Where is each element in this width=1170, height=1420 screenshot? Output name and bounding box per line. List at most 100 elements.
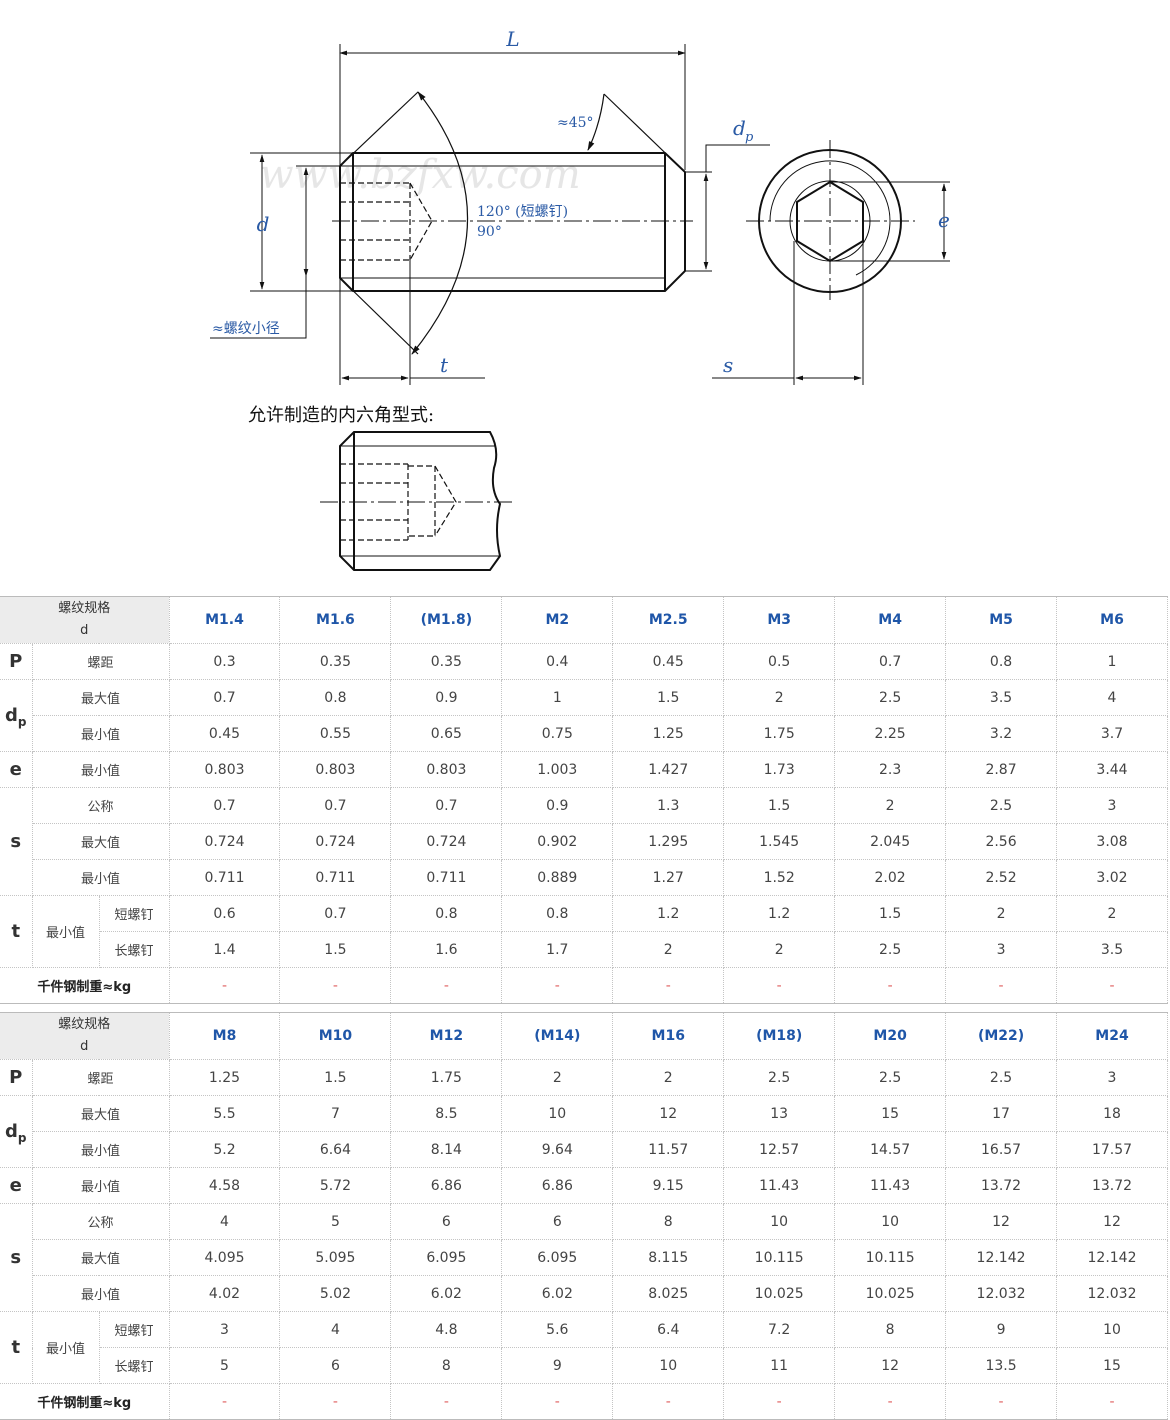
size-header-cell: M1.6 [279,596,392,644]
weight-cell: - [723,1383,836,1420]
value-cell: 1.75 [390,1059,503,1096]
value-cell: 2.5 [834,1059,947,1096]
value-cell: 5.6 [501,1311,614,1348]
param-symbol-text: s [10,831,22,852]
value-cell: 0.724 [279,823,392,860]
value-cell: 2.5 [834,679,947,716]
value-cell: 1.7 [501,931,614,968]
param-symbol-text: P [9,651,23,672]
value-cell: 0.7 [169,787,281,824]
value-cell: 15 [834,1095,947,1132]
weight-cell: - [169,967,281,1004]
value-cell: 1 [501,679,614,716]
value-cell: 4 [279,1311,392,1348]
value-cell: 12 [612,1095,725,1132]
size-header-cell: M24 [1056,1012,1168,1060]
size-header-cell: M10 [279,1012,392,1060]
size-header-cell: M16 [612,1012,725,1060]
param-symbol-subscript: p [17,715,27,729]
thread-spec-symbol: d [80,1039,89,1054]
value-cell: 10.115 [834,1239,947,1276]
weight-cell: - [612,967,725,1004]
label-t: t [440,353,449,377]
value-cell: 0.75 [501,715,614,752]
row-label: 螺距 [32,643,170,680]
value-cell: 6.02 [390,1275,503,1312]
value-cell: 0.7 [390,787,503,824]
param-symbol-text: P [9,1067,23,1088]
row-label: 最小值 [32,751,170,788]
param-symbol-text: t [11,1337,21,1358]
weight-cell: - [390,1383,503,1420]
value-cell: 1.27 [612,859,725,896]
value-cell: 7.2 [723,1311,836,1348]
value-cell: 6.86 [501,1167,614,1204]
value-cell: 11.43 [834,1167,947,1204]
value-cell: 2.56 [945,823,1058,860]
param-symbol-text: d [5,705,18,726]
value-cell: 17 [945,1095,1058,1132]
value-cell: 0.889 [501,859,614,896]
value-cell: 6.02 [501,1275,614,1312]
row-label: 公称 [32,787,170,824]
value-cell: 12.032 [945,1275,1058,1312]
value-cell: 0.6 [169,895,281,932]
value-cell: 2.52 [945,859,1058,896]
value-cell: 1.73 [723,751,836,788]
row-label: 最小值 [32,1275,170,1312]
value-cell: 0.803 [390,751,503,788]
value-cell: 3 [169,1311,281,1348]
value-cell: 2.5 [723,1059,836,1096]
value-cell: 2 [612,931,725,968]
row-label: 最小值 [32,859,170,896]
value-cell: 0.5 [723,643,836,680]
label-L: L [505,27,519,51]
t-min-label: 最小值 [32,895,100,968]
value-cell: 7 [279,1095,392,1132]
value-cell: 9 [501,1347,614,1384]
value-cell: 1.25 [169,1059,281,1096]
value-cell: 11 [723,1347,836,1384]
value-cell: 2.5 [945,1059,1058,1096]
value-cell: 1.5 [612,679,725,716]
value-cell: 2.5 [945,787,1058,824]
set-screw-drawing: www.bzfxw.com [210,27,950,571]
value-cell: 3.5 [1056,931,1168,968]
size-header-cell: M2.5 [612,596,725,644]
value-cell: 5.2 [169,1131,281,1168]
value-cell: 6 [390,1203,503,1240]
value-cell: 0.7 [279,895,392,932]
value-cell: 8.14 [390,1131,503,1168]
weight-cell: - [169,1383,281,1420]
value-cell: 5.02 [279,1275,392,1312]
value-cell: 1.5 [723,787,836,824]
size-header-cell: M3 [723,596,836,644]
weight-row: 千件钢制重≈kg--------- [0,967,1168,1004]
size-header-cell: M6 [1056,596,1168,644]
value-cell: 11.43 [723,1167,836,1204]
param-symbol: e [0,751,33,788]
value-cell: 4.58 [169,1167,281,1204]
param-symbol: dp [0,1095,33,1168]
value-cell: 2 [723,931,836,968]
value-cell: 3.02 [1056,859,1168,896]
value-cell: 1.2 [612,895,725,932]
value-cell: 2 [501,1059,614,1096]
weight-cell: - [279,967,392,1004]
weight-cell: - [1056,967,1168,1004]
value-cell: 0.8 [945,643,1058,680]
size-header-cell: M1.4 [169,596,281,644]
row-label: 短螺钉 [99,1311,170,1348]
t-min-label: 最小值 [32,1311,100,1384]
value-cell: 10.025 [834,1275,947,1312]
value-cell: 5.72 [279,1167,392,1204]
thread-spec-label: 螺纹规格 [58,601,111,616]
